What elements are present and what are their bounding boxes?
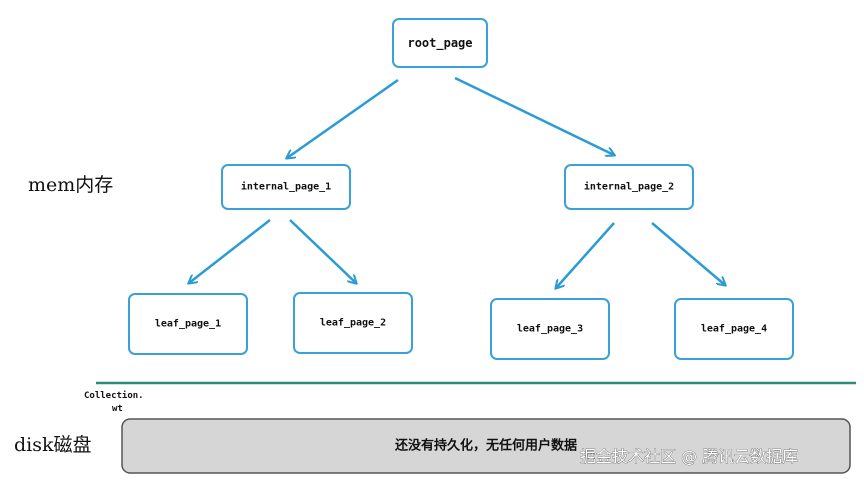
- collection-label-line1: Collection.: [84, 390, 144, 401]
- collection-label-line2: wt: [112, 404, 123, 414]
- node-box: [490, 298, 610, 360]
- node-leaf-page-4: leaf_page_4: [674, 298, 794, 360]
- node-leaf-page-1: leaf_page_1: [128, 293, 248, 355]
- node-internal-page-1: internal_page_1: [221, 164, 351, 210]
- edge-internal-page-2-to-leaf-page-4: [651, 222, 725, 285]
- disk-box: [121, 418, 851, 474]
- node-label: root_page: [407, 36, 472, 51]
- node-box: [293, 292, 413, 354]
- node-leaf-page-2: leaf_page_2: [293, 292, 413, 354]
- watermark-text: 掘金技术社区 @ 腾讯云数据库: [580, 447, 798, 466]
- edge-root-page-to-internal-page-1: [287, 78, 399, 158]
- node-leaf-page-3: leaf_page_3: [490, 298, 610, 360]
- disk-label: disk磁盘: [14, 434, 92, 456]
- node-internal-page-2: internal_page_2: [564, 164, 694, 210]
- node-label: leaf_page_3: [517, 324, 583, 335]
- node-box: [221, 164, 351, 210]
- edge-internal-page-2-to-leaf-page-3: [556, 222, 615, 288]
- edge-root-page-to-internal-page-2: [454, 76, 614, 155]
- node-label: leaf_page_1: [155, 319, 221, 330]
- edges-layer: [189, 76, 725, 288]
- node-label: leaf_page_2: [320, 318, 386, 329]
- disk-box-text: 还没有持久化，无任何用户数据: [394, 438, 577, 454]
- node-root-page: root_page: [392, 18, 488, 68]
- node-box: [564, 164, 694, 210]
- node-label: internal_page_1: [241, 181, 331, 193]
- node-label: internal_page_2: [584, 181, 674, 193]
- mem-label: mem内存: [28, 174, 113, 196]
- edge-internal-page-1-to-leaf-page-2: [289, 219, 356, 283]
- node-box: [128, 293, 248, 355]
- nodes-layer: root_page internal_page_1 internal_page_2l…: [128, 18, 794, 360]
- node-box: [392, 18, 488, 68]
- edge-internal-page-1-to-leaf-page-1: [189, 219, 271, 283]
- node-label: leaf_page_4: [701, 324, 767, 335]
- node-box: [674, 298, 794, 360]
